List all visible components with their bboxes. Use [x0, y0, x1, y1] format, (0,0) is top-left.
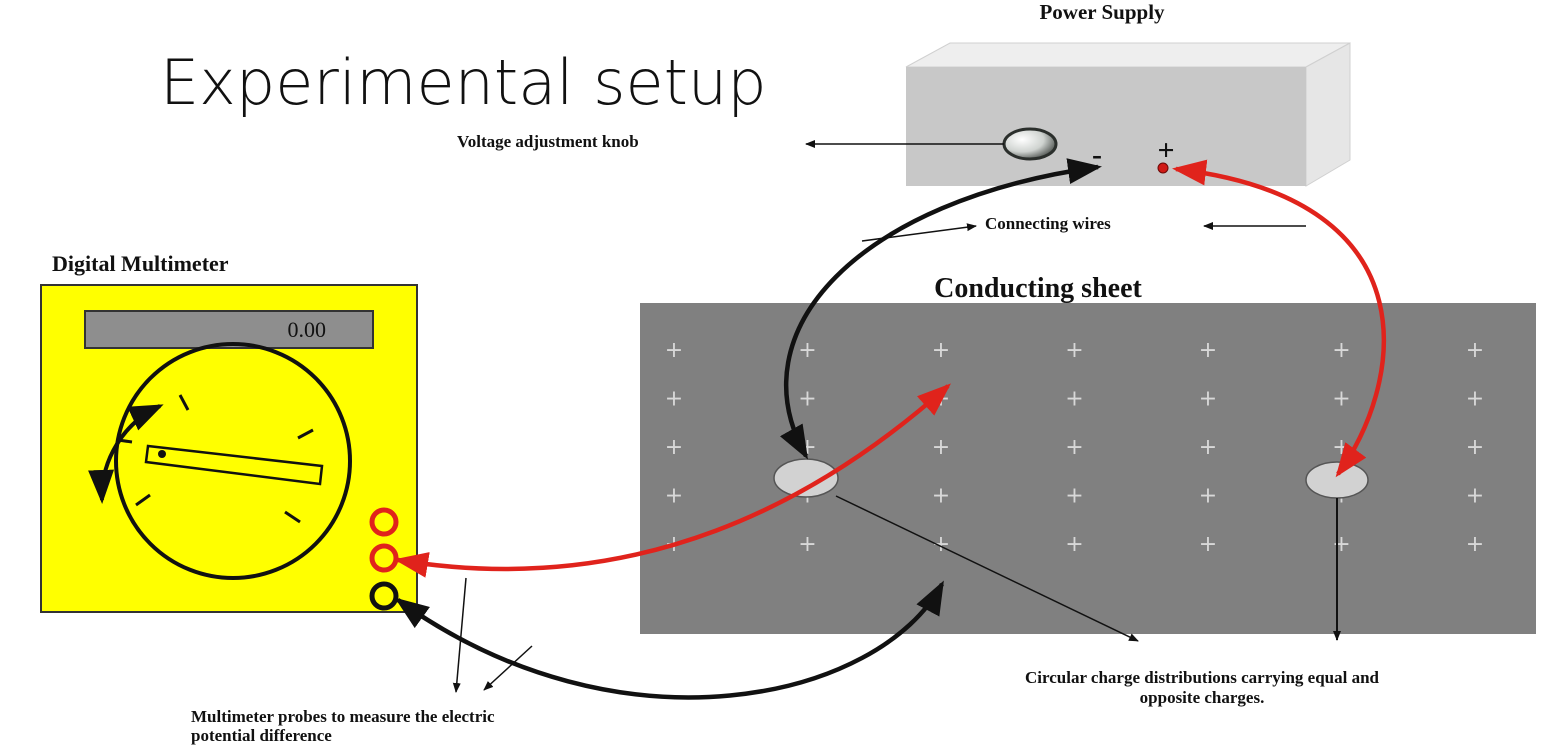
grid-plus-mark: +	[1332, 532, 1350, 557]
charge-label-line-1: Circular charge distributions carrying e…	[1025, 668, 1380, 687]
probe-pointer-right	[483, 645, 533, 691]
probe-wire-red	[394, 383, 951, 578]
power-supply-front-face	[906, 67, 1306, 186]
probes-label-line-2: potential difference	[191, 726, 332, 745]
digital-multimeter: 0.00	[40, 284, 418, 613]
probe-wire-black	[394, 580, 944, 700]
grid-plus-mark: +	[665, 387, 683, 412]
grid-plus-mark: +	[798, 338, 816, 363]
conducting-sheet-label: Conducting sheet	[934, 273, 1142, 304]
grid-plus-mark: +	[1466, 435, 1484, 460]
dial-pointer-dot	[158, 450, 166, 458]
multimeter-reading: 0.00	[288, 317, 327, 342]
connecting-wires-pointer-left	[861, 223, 977, 242]
multimeter-display	[84, 310, 374, 349]
power-supply-side-face	[1305, 42, 1351, 187]
probe-pointer-left	[452, 577, 467, 693]
grid-plus-mark: +	[798, 387, 816, 412]
plus-terminal-label: +	[1157, 134, 1174, 167]
power-supply-top-face	[905, 42, 1351, 68]
conducting-sheet	[640, 303, 1536, 634]
rotate-dial-arrow-icon	[88, 404, 164, 504]
grid-plus-mark: +	[665, 484, 683, 509]
grid-plus-mark: +	[1199, 387, 1217, 412]
grid-plus-mark: +	[1332, 387, 1350, 412]
multimeter-label: Digital Multimeter	[52, 251, 229, 276]
grid-plus-mark: +	[932, 484, 950, 509]
voltage-knob-icon[interactable]	[1002, 127, 1058, 161]
grid-plus-mark: +	[1466, 532, 1484, 557]
charge-pointer-left	[835, 495, 1139, 642]
grid-plus-mark: +	[932, 435, 950, 460]
grid-plus-mark: +	[1065, 387, 1083, 412]
grid-plus-mark: +	[932, 532, 950, 557]
grid-plus-mark: +	[1199, 532, 1217, 557]
grid-plus-mark: +	[1199, 338, 1217, 363]
slide-title: Experimental setup	[160, 46, 767, 119]
grid-plus-mark: +	[1065, 484, 1083, 509]
grid-plus-mark: +	[665, 435, 683, 460]
grid-plus-mark: +	[1065, 338, 1083, 363]
power-supply: Power Supply - +	[905, 0, 1351, 187]
grid-plus-mark: +	[932, 338, 950, 363]
grid-plus-mark: +	[1466, 484, 1484, 509]
minus-terminal-label: -	[1092, 138, 1102, 171]
power-supply-label: Power Supply	[1039, 0, 1165, 24]
multimeter-dial[interactable]	[88, 342, 352, 580]
charge-label-line-2: opposite charges.	[1140, 688, 1265, 707]
grid-plus-mark: +	[1065, 435, 1083, 460]
grid-plus-mark: +	[665, 338, 683, 363]
grid-plus-mark: +	[1466, 338, 1484, 363]
charge-disk-right[interactable]	[1305, 461, 1369, 499]
grid-plus-mark: +	[1466, 387, 1484, 412]
grid-plus-mark: +	[1199, 435, 1217, 460]
probes-label-line-1: Multimeter probes to measure the electri…	[191, 707, 495, 726]
voltage-knob-label: Voltage adjustment knob	[457, 132, 639, 151]
grid-plus-mark: +	[1199, 484, 1217, 509]
grid-plus-mark: +	[1065, 532, 1083, 557]
grid-plus-mark: +	[1332, 338, 1350, 363]
grid-plus-mark: +	[798, 532, 816, 557]
charge-disk-left[interactable]	[773, 458, 839, 498]
wire-red-power-to-sheet	[1172, 159, 1386, 478]
positive-terminal-icon	[1157, 162, 1169, 174]
connecting-wires-label: Connecting wires	[985, 214, 1111, 233]
